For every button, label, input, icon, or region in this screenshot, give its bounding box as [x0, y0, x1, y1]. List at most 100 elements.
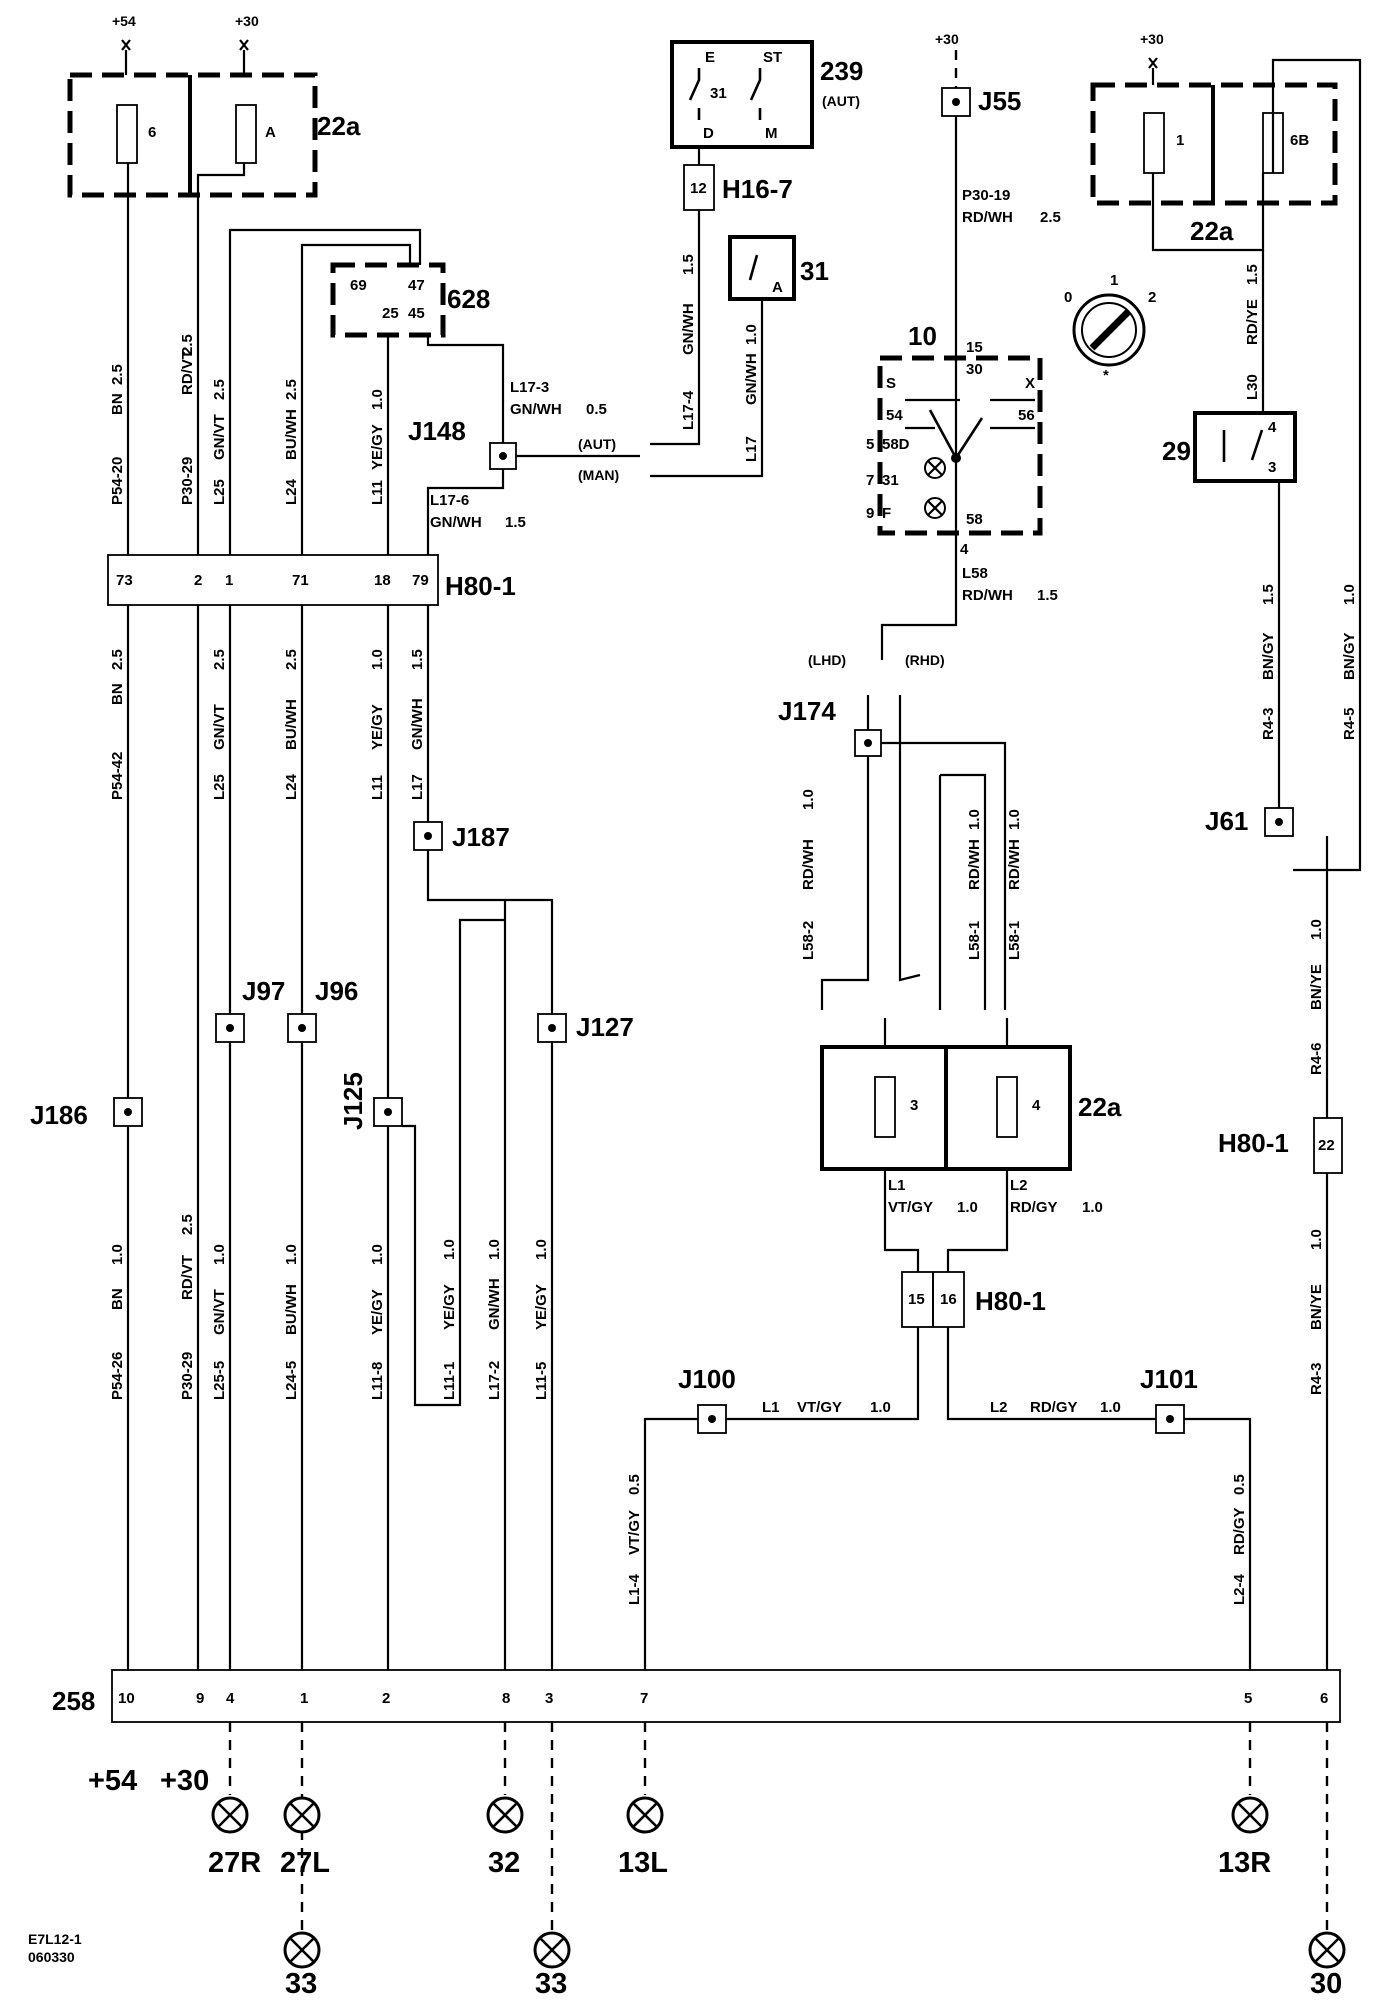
svg-text:BU/WH: BU/WH: [283, 699, 300, 750]
svg-text:L17-3: L17-3: [510, 379, 549, 396]
svg-text:1: 1: [300, 1690, 308, 1707]
svg-text:L17: L17: [743, 436, 760, 462]
svg-text:P30-29: P30-29: [179, 457, 196, 505]
svg-text:6B: 6B: [1290, 132, 1309, 149]
svg-text:L11-8: L11-8: [369, 1362, 386, 1400]
svg-text:15: 15: [966, 339, 983, 356]
svg-text:1.0: 1.0: [369, 1244, 386, 1265]
svg-text:1: 1: [225, 572, 233, 589]
junction-label: J125: [338, 1072, 368, 1130]
relay-628: 69 47 25 45 628: [330, 262, 490, 338]
svg-text:R4-3: R4-3: [1260, 707, 1277, 740]
svg-text:BN/YE: BN/YE: [1308, 964, 1325, 1010]
svg-text:4: 4: [1268, 419, 1277, 436]
svg-text:1.0: 1.0: [441, 1239, 458, 1260]
fuse-box-22a-top-right: +30 1 6B 22a: [1090, 31, 1338, 246]
svg-text:1.5: 1.5: [1244, 264, 1261, 285]
svg-text:1.0: 1.0: [1308, 919, 1325, 940]
svg-text:L2-4: L2-4: [1231, 1574, 1248, 1606]
component-label: 31: [800, 256, 829, 286]
svg-text:54: 54: [886, 407, 903, 424]
svg-text:2.5: 2.5: [179, 334, 196, 355]
fuse-number: 6: [148, 124, 156, 141]
fuse-number: A: [265, 124, 276, 141]
svg-text:(AUT): (AUT): [578, 436, 616, 452]
switch-239: E ST 31 D M 239 (AUT): [670, 40, 863, 149]
supply-label: +54: [112, 13, 136, 29]
svg-text:22: 22: [1318, 1137, 1335, 1154]
svg-text:32: 32: [488, 1847, 520, 1879]
svg-text:2.5: 2.5: [179, 1214, 196, 1235]
svg-text:25: 25: [382, 305, 399, 322]
svg-text:15: 15: [908, 1291, 925, 1308]
svg-text:E: E: [705, 49, 715, 66]
wire-color: BN: [109, 393, 126, 415]
svg-text:56: 56: [1018, 407, 1035, 424]
svg-text:31: 31: [882, 472, 899, 489]
svg-text:0.5: 0.5: [586, 401, 607, 418]
svg-text:VT/GY: VT/GY: [626, 1510, 643, 1555]
svg-text:2: 2: [1148, 289, 1156, 306]
svg-text:RD/WH: RD/WH: [1006, 839, 1023, 890]
svg-text:2.5: 2.5: [283, 379, 300, 400]
svg-text:2.5: 2.5: [211, 379, 228, 400]
svg-text:L25: L25: [211, 774, 228, 800]
svg-text:3: 3: [545, 1690, 553, 1707]
svg-text:GN/WH: GN/WH: [430, 514, 482, 531]
svg-text:9: 9: [866, 505, 874, 522]
svg-text:BN: BN: [109, 683, 126, 705]
svg-text:L2: L2: [1010, 1177, 1028, 1194]
footer-code: E7L12-1: [28, 1931, 82, 1947]
svg-text:YE/GY: YE/GY: [369, 424, 386, 470]
svg-text:GN/VT: GN/VT: [211, 1289, 228, 1335]
lamp-icon: [1231, 1796, 1269, 1834]
svg-text:13L: 13L: [618, 1847, 668, 1879]
svg-text:L30: L30: [1244, 374, 1261, 400]
svg-text:GN/WH: GN/WH: [486, 1278, 503, 1330]
svg-text:1.0: 1.0: [1006, 809, 1023, 830]
ignition-dial-icon: 0 1 2 *: [1064, 272, 1156, 384]
svg-text:18: 18: [374, 572, 391, 589]
svg-text:L17-2: L17-2: [486, 1361, 503, 1400]
connector-h80-1-right: H80-1 22: [1218, 1117, 1343, 1174]
junction-label: J97: [242, 976, 285, 1006]
svg-text:0.5: 0.5: [1231, 1474, 1248, 1495]
component-label: H80-1: [975, 1286, 1046, 1316]
footer-date: 060330: [28, 1949, 75, 1965]
svg-text:P30-29: P30-29: [179, 1352, 196, 1400]
svg-text:VT/GY: VT/GY: [888, 1199, 933, 1216]
svg-text:1.5: 1.5: [680, 254, 697, 275]
svg-text:1: 1: [1176, 132, 1184, 149]
svg-text:1.0: 1.0: [109, 1244, 126, 1265]
svg-text:7: 7: [640, 1690, 648, 1707]
svg-text:1.0: 1.0: [966, 809, 983, 830]
svg-text:L17-4: L17-4: [680, 390, 697, 430]
svg-text:1.0: 1.0: [800, 789, 817, 810]
svg-text:RD/WH: RD/WH: [962, 209, 1013, 226]
lamp-icon: [533, 1931, 571, 1969]
svg-text:0: 0: [1064, 289, 1072, 306]
svg-text:YE/GY: YE/GY: [369, 704, 386, 750]
svg-text:71: 71: [292, 572, 309, 589]
svg-text:3: 3: [910, 1097, 918, 1114]
svg-text:L58: L58: [962, 565, 988, 582]
svg-text:GN/VT: GN/VT: [211, 704, 228, 750]
svg-text:1.0: 1.0: [369, 389, 386, 410]
svg-text:RD/VT: RD/VT: [179, 350, 196, 395]
svg-text:L17: L17: [409, 774, 426, 800]
junction-label: J61: [1205, 806, 1248, 836]
junction-j61: J61: [1205, 806, 1294, 837]
junction-j148: J148 (AUT) (MAN): [408, 416, 619, 483]
wire-size: 2.5: [109, 364, 126, 385]
svg-text:27R: 27R: [208, 1847, 261, 1879]
supply-label: +54: [88, 1765, 137, 1797]
svg-text:P54-42: P54-42: [109, 752, 126, 800]
junction-label: J174: [778, 696, 836, 726]
svg-text:33: 33: [285, 1968, 317, 2000]
svg-text:*: *: [1103, 367, 1109, 384]
svg-text:73: 73: [116, 572, 133, 589]
lamp-icon: [486, 1796, 524, 1834]
svg-text:69: 69: [350, 277, 367, 294]
svg-text:1.0: 1.0: [533, 1239, 550, 1260]
junction-label: J100: [678, 1364, 736, 1394]
